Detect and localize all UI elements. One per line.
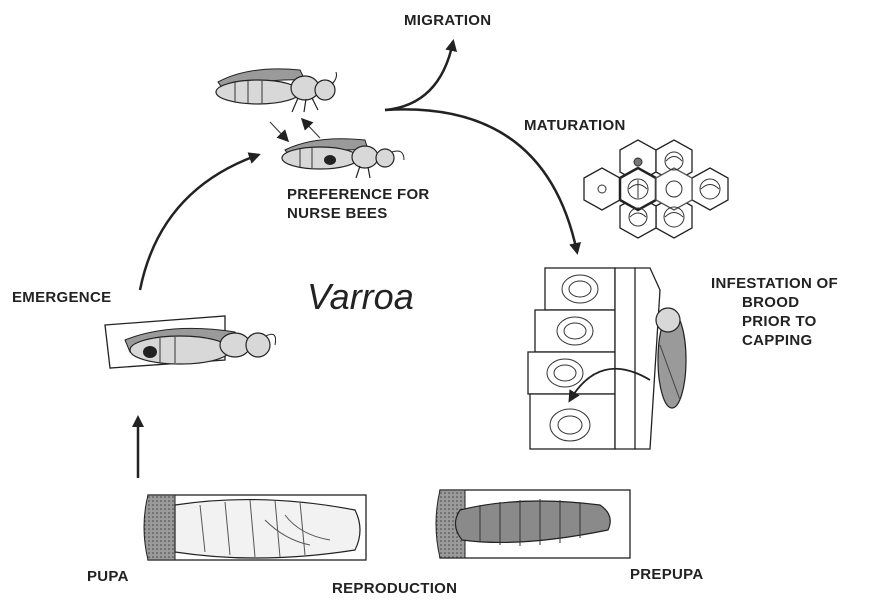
label-pupa: PUPA <box>87 568 129 586</box>
label-preference-line1: PREFERENCE FOR <box>287 186 430 204</box>
label-prepupa: PREPUPA <box>630 566 704 584</box>
diagram-title: Varroa <box>307 276 414 318</box>
nurse-bee-on-comb <box>656 308 686 408</box>
arrow-to-migration <box>385 42 453 110</box>
emerging-bee-cell <box>105 316 276 368</box>
label-preference-line2: NURSE BEES <box>287 205 388 223</box>
label-reproduction: REPRODUCTION <box>332 580 457 598</box>
adult-bee-top <box>216 69 337 112</box>
label-infestation-line4: CAPPING <box>742 332 812 350</box>
arrow-emergence-to-nurse <box>140 155 258 290</box>
prepupa-cell <box>436 490 630 558</box>
label-infestation-line2: BROOD <box>742 294 799 312</box>
pupa-cell <box>144 495 366 560</box>
label-emergence: EMERGENCE <box>12 289 111 307</box>
label-maturation: MATURATION <box>524 117 626 135</box>
arrow-up-small <box>303 120 320 138</box>
label-infestation-line3: PRIOR TO <box>742 313 817 331</box>
nurse-bee-with-mite <box>282 139 404 178</box>
brood-cells-side-view <box>528 268 660 449</box>
label-infestation-line1: INFESTATION OF <box>711 275 838 293</box>
arrow-down-small <box>270 122 287 140</box>
label-migration: MIGRATION <box>404 12 491 30</box>
